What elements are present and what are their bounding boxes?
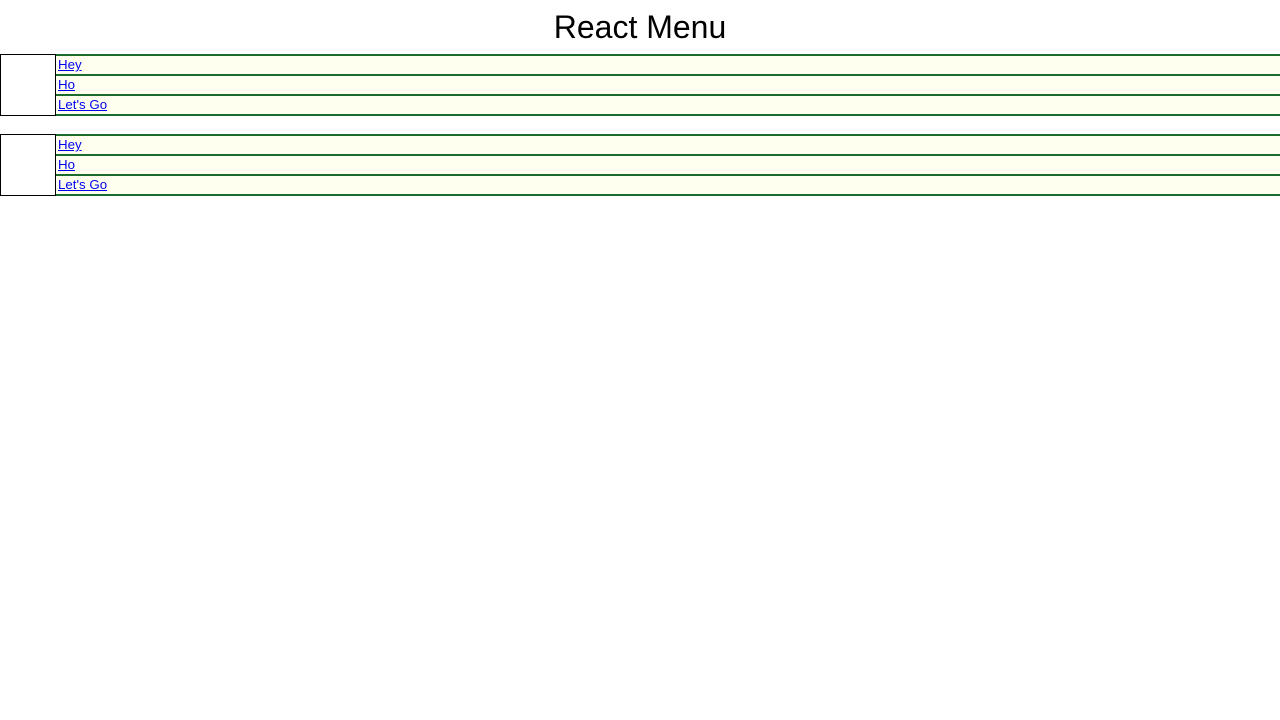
menu-link-ho[interactable]: Ho xyxy=(58,77,75,92)
menu-link-ho[interactable]: Ho xyxy=(58,157,75,172)
menu-separator-spacer xyxy=(0,116,1280,134)
menu-widget-1: Hey Ho Let's Go xyxy=(0,54,1280,116)
menu-link-hey[interactable]: Hey xyxy=(58,137,82,152)
menu-panel-1 xyxy=(0,54,56,116)
menu-panel-2 xyxy=(0,134,56,196)
menu-list-2: Hey Ho Let's Go xyxy=(0,134,1280,196)
list-item[interactable]: Hey xyxy=(0,136,1280,156)
menu-link-lets-go[interactable]: Let's Go xyxy=(58,97,108,112)
list-item[interactable]: Hey xyxy=(0,56,1280,76)
menu-link-hey[interactable]: Hey xyxy=(58,57,82,72)
page-title: React Menu xyxy=(553,9,727,45)
list-item[interactable]: Ho xyxy=(0,156,1280,176)
menu-widget-2: Hey Ho Let's Go xyxy=(0,134,1280,196)
menu-link-lets-go[interactable]: Let's Go xyxy=(58,177,108,192)
menu-list-1: Hey Ho Let's Go xyxy=(0,54,1280,116)
list-item[interactable]: Ho xyxy=(0,76,1280,96)
list-item[interactable]: Let's Go xyxy=(0,96,1280,116)
list-item[interactable]: Let's Go xyxy=(0,176,1280,196)
